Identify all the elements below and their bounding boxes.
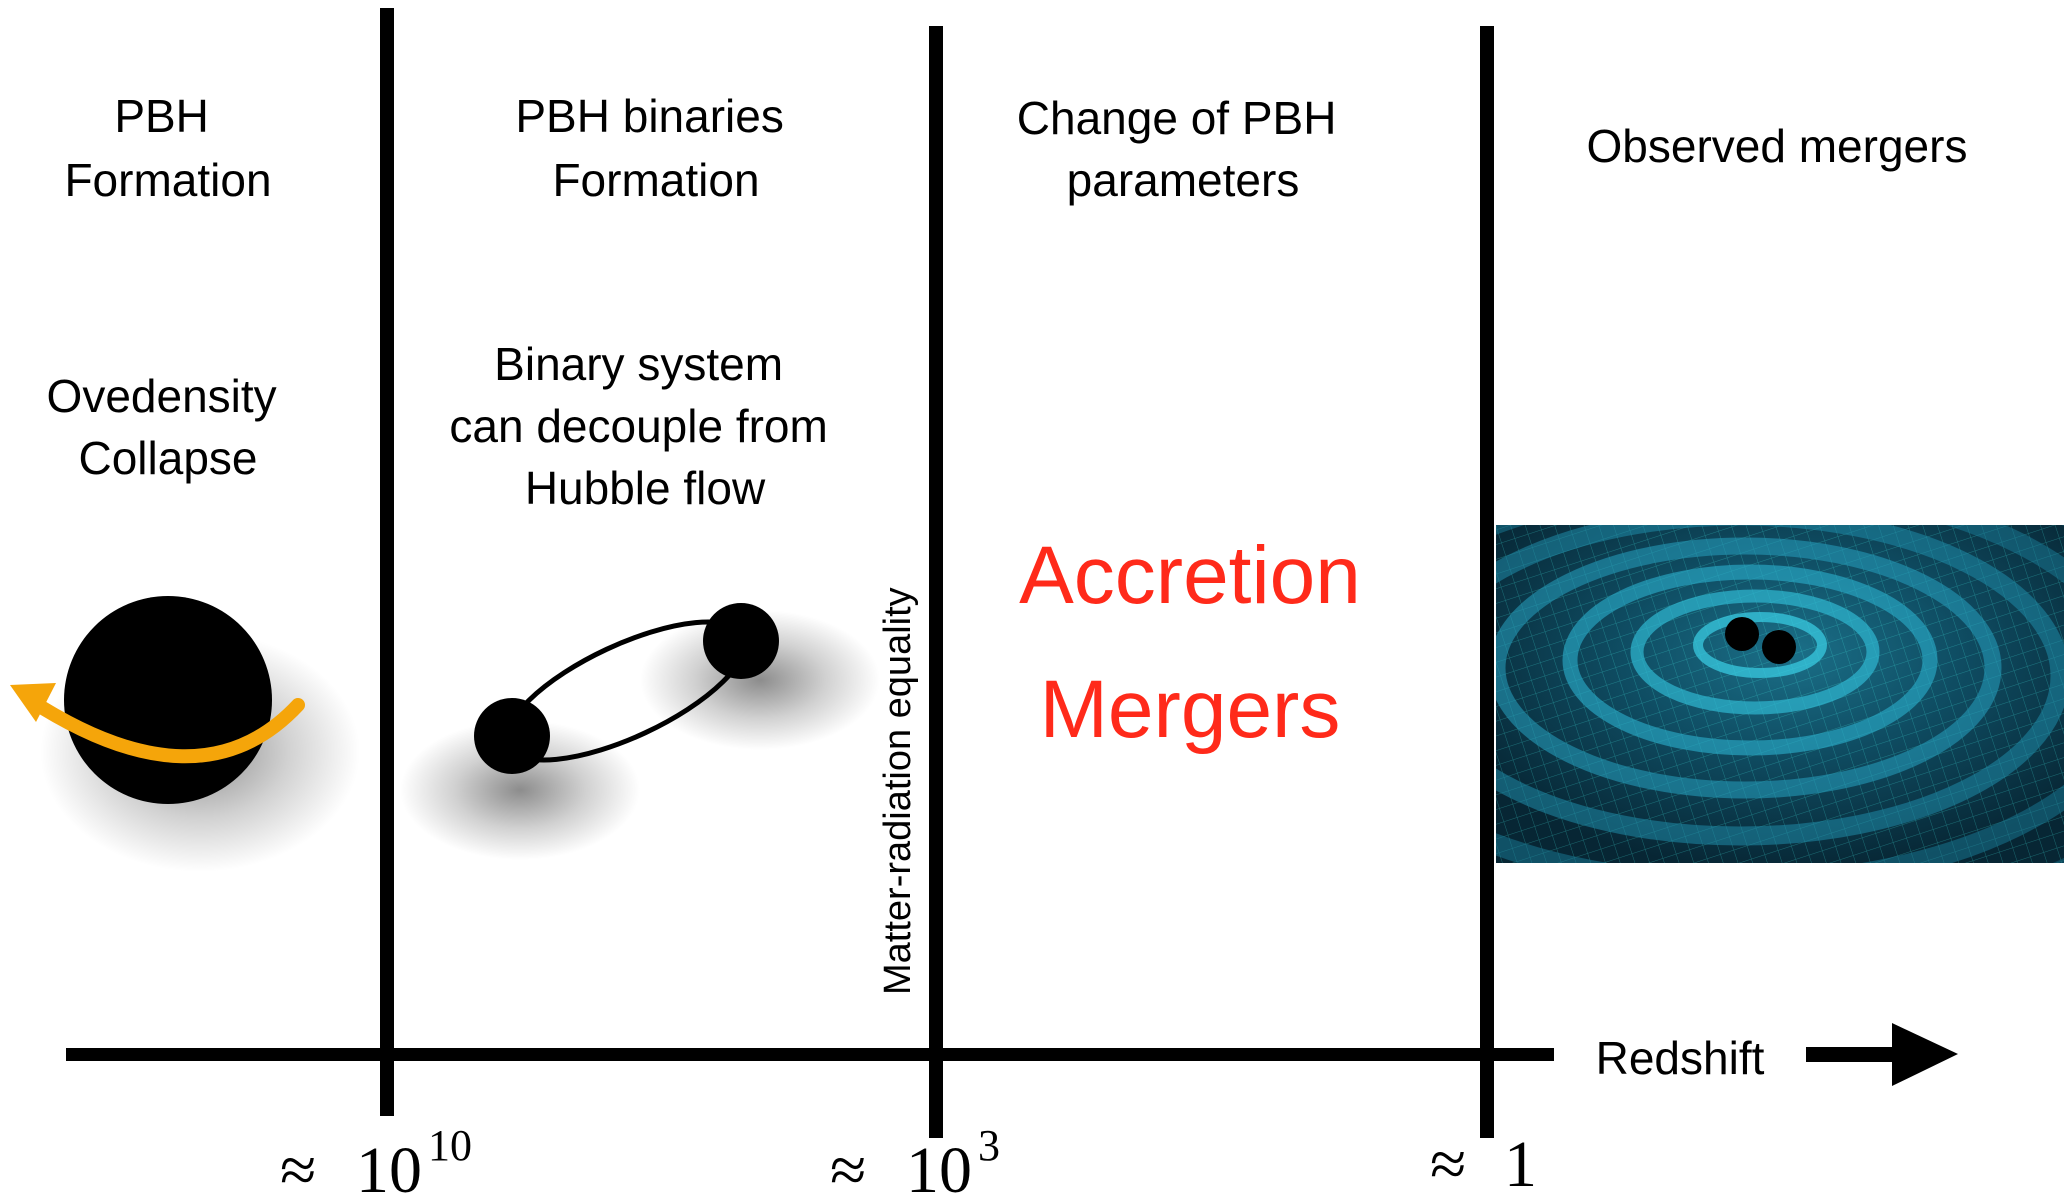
separator-line-2 — [929, 26, 943, 1138]
binary-system-illustration — [400, 603, 880, 860]
column-1-title: PBH Formation — [64, 90, 271, 206]
svg-text:≈: ≈ — [280, 1134, 316, 1204]
redshift-arrow — [1806, 1023, 1958, 1086]
tick-label-2: ≈ 10 3 — [830, 1121, 1000, 1204]
tick-label-3: ≈ 1 — [1430, 1128, 1537, 1201]
matter-radiation-equality-label: Matter-radiation equality — [877, 587, 919, 995]
accretion-label: Accretion — [1019, 530, 1361, 621]
merging-black-hole-1 — [1725, 617, 1759, 651]
black-hole-1 — [474, 698, 550, 774]
svg-text:≈: ≈ — [1430, 1128, 1466, 1201]
svg-text:3: 3 — [978, 1121, 1000, 1170]
axis-label: Redshift — [1596, 1032, 1765, 1084]
redshift-axis-line — [66, 1048, 1554, 1061]
svg-text:≈: ≈ — [830, 1134, 866, 1204]
gravitational-wave-illustration — [1496, 525, 2064, 863]
black-hole-2 — [703, 603, 779, 679]
merging-black-hole-2 — [1762, 630, 1796, 664]
column-4-title: Observed mergers — [1587, 120, 1968, 172]
column-3-title: Change of PBH parameters — [1017, 92, 1349, 206]
svg-text:10: 10 — [356, 1134, 422, 1204]
column-1-description: Ovedensity Collapse — [47, 370, 290, 484]
separator-line-1 — [380, 8, 394, 1116]
mergers-label: Mergers — [1040, 664, 1341, 755]
tick-label-1: ≈ 10 10 — [280, 1121, 472, 1204]
svg-text:1: 1 — [1504, 1128, 1537, 1201]
collapse-arrow-icon — [23, 693, 305, 764]
svg-text:10: 10 — [906, 1134, 972, 1204]
svg-text:10: 10 — [428, 1121, 472, 1170]
column-2-description: Binary system can decouple from Hubble f… — [449, 338, 840, 514]
black-hole-sphere — [64, 596, 272, 804]
collapsing-overdensity-illustration — [10, 596, 360, 872]
separator-line-3 — [1480, 26, 1494, 1138]
column-2-title: PBH binaries Formation — [515, 90, 796, 206]
